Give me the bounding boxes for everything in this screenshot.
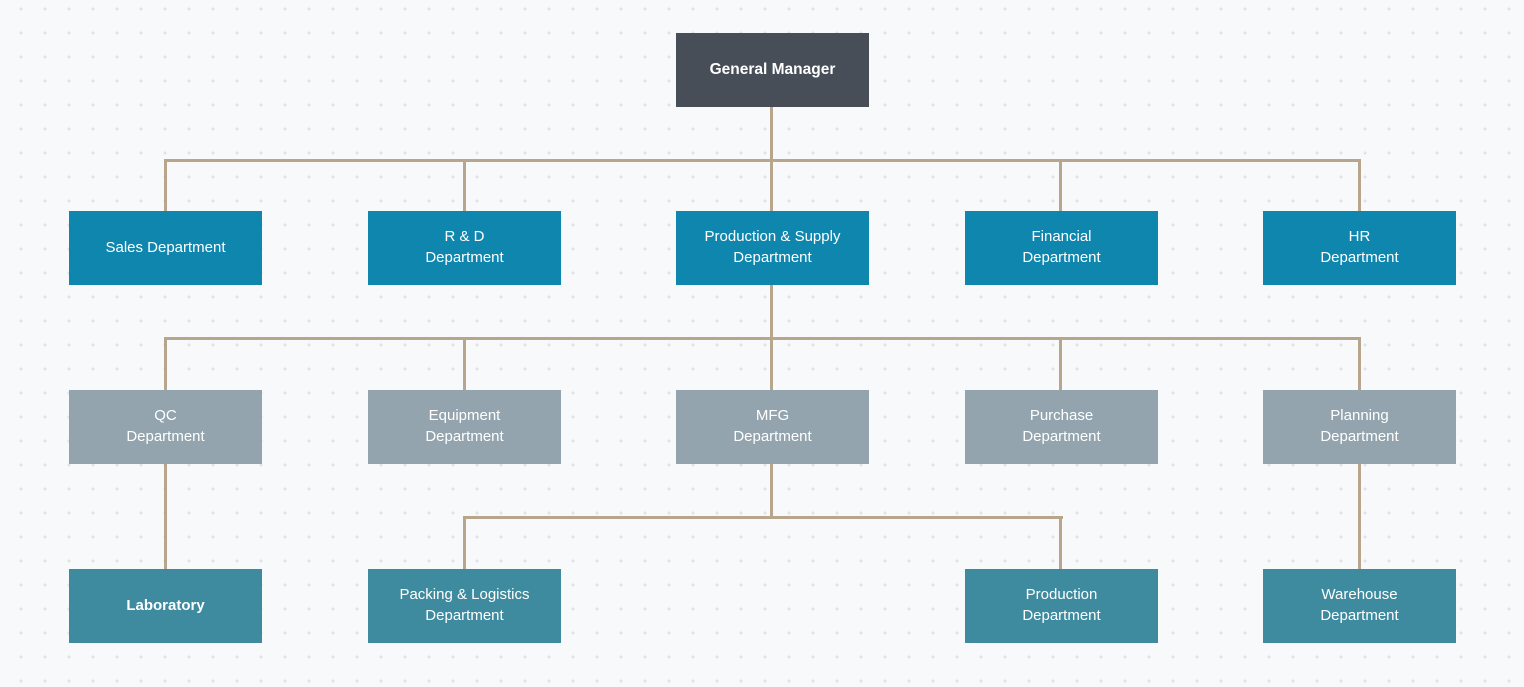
node-production-department[interactable]: Production Department: [965, 569, 1158, 643]
node-purchase-department-label: Purchase Department: [1022, 407, 1101, 445]
node-financial-department[interactable]: Financial Department: [965, 211, 1158, 285]
connector-drop-qc: [164, 337, 167, 390]
node-warehouse-department-label: Warehouse Department: [1320, 586, 1399, 624]
connector-drop-planning: [1358, 337, 1361, 390]
connector-drop-hr: [1358, 159, 1361, 211]
connector-level3-bus: [164, 337, 1361, 340]
node-rnd-department-label: R & D Department: [425, 228, 504, 266]
node-financial-department-label: Financial Department: [1022, 228, 1101, 266]
node-general-manager[interactable]: General Manager: [676, 33, 869, 107]
node-purchase-department[interactable]: Purchase Department: [965, 390, 1158, 464]
connector-drop-purchase: [1059, 337, 1062, 390]
connector-level2-bus: [164, 159, 1361, 162]
node-qc-department[interactable]: QC Department: [69, 390, 262, 464]
node-qc-department-label: QC Department: [126, 407, 205, 445]
connector-level4-bus: [463, 516, 1063, 519]
connector-drop-rnd: [463, 159, 466, 211]
connector-drop-production-supply: [770, 159, 773, 211]
connector-drop-sales: [164, 159, 167, 211]
node-general-manager-label: General Manager: [709, 61, 836, 79]
node-equipment-department-label: Equipment Department: [425, 407, 504, 445]
node-laboratory[interactable]: Laboratory: [69, 569, 262, 643]
connector-drop-production: [1059, 516, 1062, 569]
connector-mfg-stem: [770, 463, 773, 519]
node-production-department-label: Production Department: [1022, 586, 1101, 624]
node-planning-department-label: Planning Department: [1320, 407, 1399, 445]
node-hr-department[interactable]: HR Department: [1263, 211, 1456, 285]
connector-production-supply-stem: [770, 285, 773, 340]
node-laboratory-label: Laboratory: [126, 596, 205, 614]
node-warehouse-department[interactable]: Warehouse Department: [1263, 569, 1456, 643]
connector-drop-financial: [1059, 159, 1062, 211]
connector-drop-mfg: [770, 337, 773, 390]
node-packing-logistics-department[interactable]: Packing & Logistics Department: [368, 569, 561, 643]
node-hr-department-label: HR Department: [1320, 228, 1399, 266]
node-packing-logistics-department-label: Packing & Logistics Department: [399, 586, 530, 624]
connector-general-manager-stem: [770, 106, 773, 162]
node-sales-department-label: Sales Department: [105, 238, 226, 256]
node-planning-department[interactable]: Planning Department: [1263, 390, 1456, 464]
connector-qc-to-laboratory: [164, 463, 167, 569]
node-sales-department[interactable]: Sales Department: [69, 211, 262, 285]
node-mfg-department[interactable]: MFG Department: [676, 390, 869, 464]
node-production-supply-department-label: Production & Supply Department: [704, 228, 841, 266]
node-production-supply-department[interactable]: Production & Supply Department: [676, 211, 869, 285]
connector-drop-packing-logistics: [463, 516, 466, 569]
connector-drop-equipment: [463, 337, 466, 390]
connector-planning-to-warehouse: [1358, 463, 1361, 569]
node-equipment-department[interactable]: Equipment Department: [368, 390, 561, 464]
node-rnd-department[interactable]: R & D Department: [368, 211, 561, 285]
node-mfg-department-label: MFG Department: [733, 407, 812, 445]
